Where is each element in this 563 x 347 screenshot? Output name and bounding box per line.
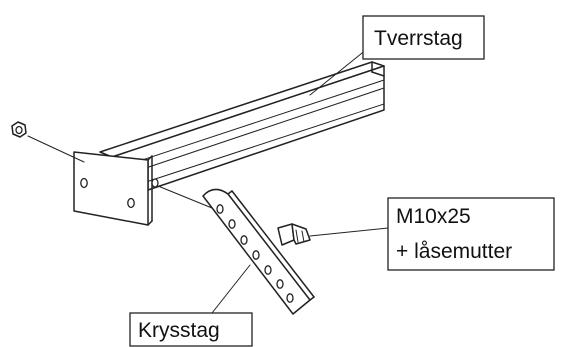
crossbar-part — [99, 61, 385, 191]
label-bolt-line2: + låsemutter — [396, 240, 512, 263]
nut-axis-line — [27, 135, 85, 163]
leader-bolt — [309, 227, 389, 237]
bolt-icon — [277, 223, 311, 246]
plate-hole-left — [80, 177, 88, 189]
leader-crossbar — [309, 44, 373, 96]
label-bolt: M10x25 + låsemutter — [387, 197, 555, 271]
label-bolt-line1: M10x25 — [396, 205, 471, 228]
label-cross-brace-text: Krysstag — [138, 319, 220, 342]
leader-cross-brace — [211, 264, 251, 314]
crossbar-hole — [151, 178, 159, 188]
plate-hole-right — [127, 197, 135, 209]
bolt-axis-line — [157, 185, 213, 209]
label-cross-brace: Krysstag — [129, 312, 253, 347]
end-plate — [73, 151, 153, 226]
label-crossbar: Tverrstag — [362, 15, 485, 60]
cross-brace-part — [202, 188, 315, 315]
nut-icon — [11, 121, 27, 138]
label-crossbar-text: Tverrstag — [374, 27, 463, 50]
